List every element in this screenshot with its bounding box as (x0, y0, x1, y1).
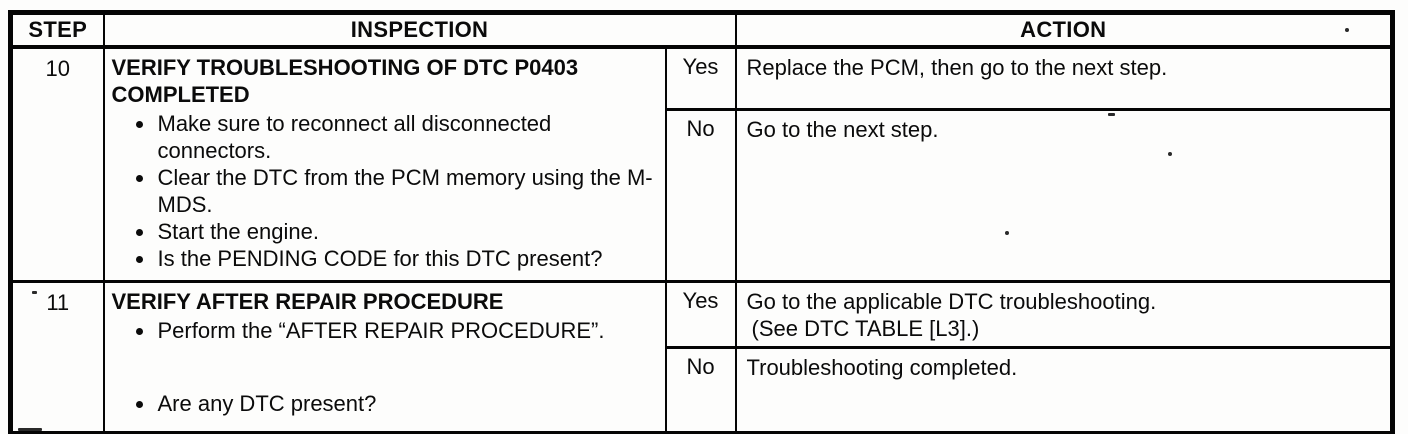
step-number: 10 (9, 45, 105, 283)
scan-speck (32, 291, 37, 294)
action-cell: Troubleshooting completed. (734, 345, 1394, 434)
inspection-title: VERIFY TROUBLESHOOTING OF DTC P0403 COMP… (111, 55, 579, 107)
inspection-bullet: Start the engine. (156, 218, 659, 245)
inspection-bullet: Clear the DTC from the PCM memory using … (156, 164, 659, 218)
action-text: (See DTC TABLE [L3].) (751, 315, 980, 341)
inspection-bullet: Are any DTC present? (156, 390, 659, 417)
inspection-bullet: Is the PENDING CODE for this DTC present… (156, 245, 659, 272)
inspection-bullet: Perform the “AFTER REPAIR PROCEDURE”. (156, 317, 659, 344)
scan-speck (1168, 152, 1172, 156)
inspection-cell: VERIFY TROUBLESHOOTING OF DTC P0403 COMP… (102, 45, 667, 283)
inspection-title: VERIFY AFTER REPAIR PROCEDURE (111, 288, 504, 314)
step-number: 11 (9, 279, 105, 434)
inspection-bullet-list: Make sure to reconnect all disconnected … (112, 110, 659, 272)
scan-speck (1005, 231, 1009, 235)
table-row: 11 VERIFY AFTER REPAIR PROCEDURE Perform… (9, 279, 1394, 434)
inspection-column-header: INSPECTION (102, 11, 737, 49)
diagnostic-table: STEP INSPECTION ACTION 10 VERIFY TROUBLE… (8, 10, 1395, 434)
answer-label-yes: Yes (664, 279, 737, 349)
action-text: Go to the next step. (746, 116, 939, 142)
action-text: Go to the applicable DTC troubleshooting… (746, 288, 1157, 314)
action-text: Replace the PCM, then go to the next ste… (746, 55, 1168, 80)
answer-label-yes: Yes (664, 45, 737, 111)
scan-speck (1345, 28, 1349, 32)
table-row: No Troubleshooting completed. (11, 345, 1394, 434)
answer-label-no: No (664, 345, 737, 434)
header-row: STEP INSPECTION ACTION (9, 11, 1394, 49)
action-column-header: ACTION (734, 11, 1394, 49)
scan-speck (18, 428, 42, 431)
table-row: No Go to the next step. (11, 107, 1394, 283)
action-cell: Go to the next step. (734, 107, 1394, 283)
answer-label-no: No (664, 107, 737, 283)
inspection-bullet: Make sure to reconnect all disconnected … (156, 110, 659, 164)
scan-speck (1108, 113, 1115, 116)
inspection-bullet-list: Perform the “AFTER REPAIR PROCEDURE”. Ar… (112, 317, 659, 417)
step-column-header: STEP (9, 11, 105, 49)
action-cell: Replace the PCM, then go to the next ste… (734, 45, 1394, 111)
action-cell: Go to the applicable DTC troubleshooting… (734, 279, 1394, 349)
inspection-cell: VERIFY AFTER REPAIR PROCEDURE Perform th… (102, 279, 667, 434)
action-text: Troubleshooting completed. (746, 354, 1018, 380)
table-row: 10 VERIFY TROUBLESHOOTING OF DTC P0403 C… (9, 45, 1394, 283)
